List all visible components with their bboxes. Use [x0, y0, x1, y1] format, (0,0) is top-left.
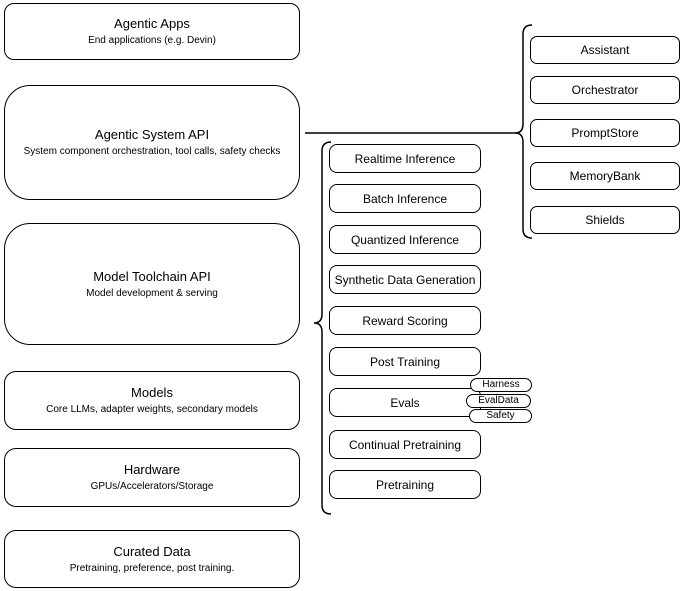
node-pretraining: Pretraining [329, 470, 481, 499]
node-post-training: Post Training [329, 347, 481, 376]
node-subtitle: Core LLMs, adapter weights, secondary mo… [46, 404, 258, 415]
tag-evaldata: EvalData [466, 394, 531, 408]
node-promptstore: PromptStore [530, 119, 680, 147]
node-subtitle: GPUs/Accelerators/Storage [90, 481, 214, 492]
node-realtime-inference: Realtime Inference [329, 144, 481, 173]
node-continual-pretraining: Continual Pretraining [329, 430, 481, 459]
node-models: Models Core LLMs, adapter weights, secon… [4, 371, 300, 430]
node-agentic-apps: Agentic Apps End applications (e.g. Devi… [4, 3, 300, 60]
node-agentic-system-api: Agentic System API System component orch… [4, 85, 300, 200]
node-subtitle: Pretraining, preference, post training. [69, 562, 235, 574]
node-hardware: Hardware GPUs/Accelerators/Storage [4, 448, 300, 507]
node-assistant: Assistant [530, 36, 680, 64]
node-evals: Evals [329, 388, 481, 417]
node-title: Agentic Apps [114, 16, 190, 31]
node-memorybank: MemoryBank [530, 162, 680, 190]
node-reward-scoring: Reward Scoring [329, 306, 481, 335]
node-curated-data: Curated Data Pretraining, preference, po… [4, 530, 300, 588]
node-model-toolchain-api: Model Toolchain API Model development & … [4, 223, 300, 345]
tag-safety: Safety [469, 409, 532, 423]
node-subtitle: System component orchestration, tool cal… [23, 146, 281, 157]
node-quantized-inference: Quantized Inference [329, 225, 481, 254]
tag-harness: Harness [470, 378, 532, 392]
node-shields: Shields [530, 206, 680, 234]
node-subtitle: Model development & serving [86, 287, 218, 299]
node-title: Hardware [123, 462, 181, 477]
node-synthetic-data-generation: Synthetic Data Generation [329, 265, 481, 294]
node-subtitle: End applications (e.g. Devin) [88, 35, 216, 46]
node-orchestrator: Orchestrator [530, 76, 680, 104]
node-title: Model Toolchain API [93, 268, 211, 284]
node-batch-inference: Batch Inference [329, 184, 481, 213]
node-title: Models [131, 385, 173, 400]
node-title: Curated Data [113, 543, 191, 559]
node-title: Agentic System API [94, 127, 210, 142]
